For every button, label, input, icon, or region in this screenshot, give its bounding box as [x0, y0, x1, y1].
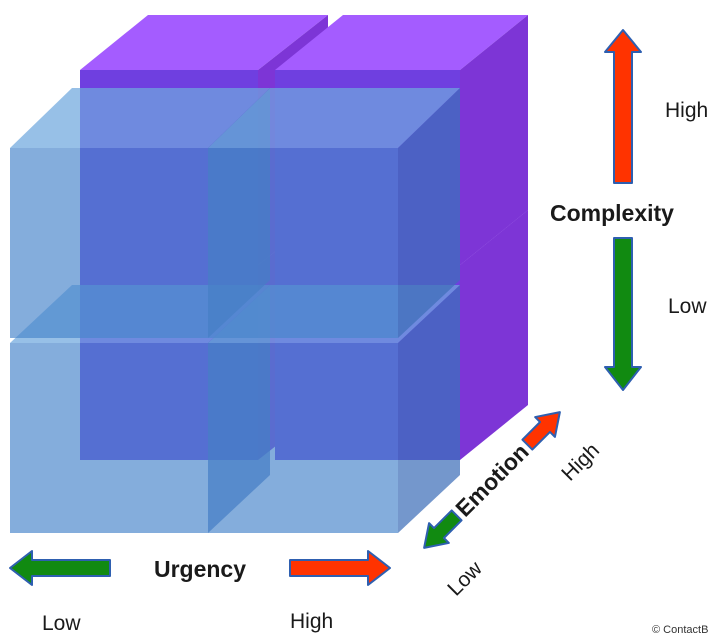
front-cube-top-right-side — [398, 88, 460, 338]
front-cube-bottom-left-front — [10, 343, 208, 533]
front-cube-bottom-right-side — [398, 285, 460, 533]
urgency-axis-title: Urgency — [154, 556, 246, 582]
front-cube-top-left-top — [10, 88, 270, 148]
complexity-low-arrow-icon — [604, 237, 642, 391]
complexity-high-arrow-icon — [604, 29, 642, 184]
front-cube-top-right-top — [208, 88, 460, 148]
complexity-high-label: High — [665, 99, 708, 122]
cube-front-layer — [10, 88, 460, 533]
copyright-text: © ContactB — [652, 624, 708, 635]
urgency-low-arrow-icon — [9, 550, 111, 586]
urgency-low-label: Low — [42, 612, 81, 635]
back-cube-top-left-top — [80, 15, 328, 70]
front-cube-top-right-front — [208, 148, 398, 338]
back-cube-bottom-right-side — [460, 210, 528, 460]
urgency-axis: Urgency Low High — [9, 550, 391, 635]
urgency-high-arrow-icon — [289, 550, 391, 586]
front-cube-bottom-right-front — [208, 343, 398, 533]
emotion-low-arrow-icon — [423, 509, 463, 549]
emotion-high-arrow-icon — [521, 411, 561, 451]
back-cube-top-right-side — [460, 15, 528, 265]
complexity-low-label: Low — [668, 295, 707, 318]
emotion-low-label: Low — [443, 556, 487, 600]
back-cube-top-right-top — [275, 15, 528, 70]
emotion-high-label: High — [557, 439, 604, 486]
complexity-axis-title: Complexity — [550, 200, 674, 226]
front-cube-top-right — [208, 88, 460, 338]
front-cube-top-left-front — [10, 148, 208, 338]
complexity-axis: High Complexity Low — [550, 29, 708, 391]
urgency-high-label: High — [290, 610, 333, 633]
